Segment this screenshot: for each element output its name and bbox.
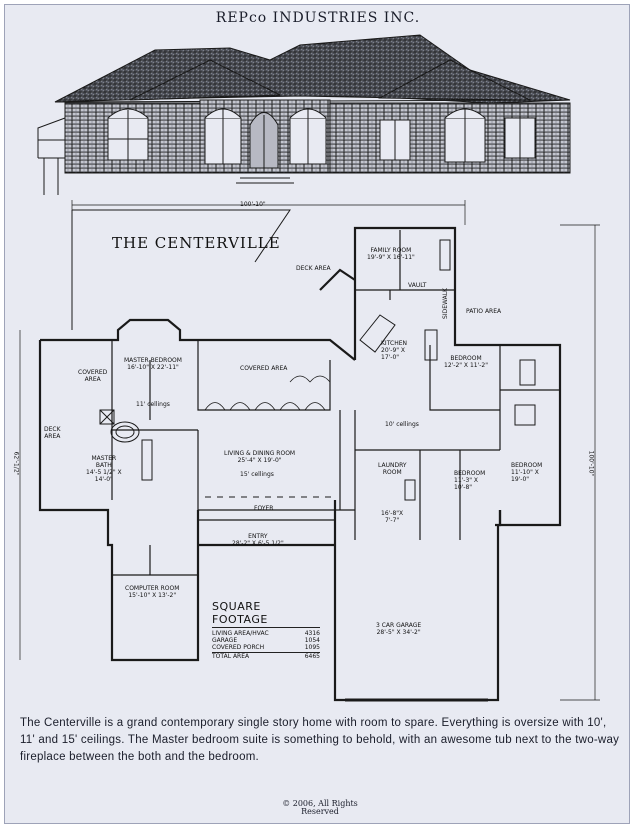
label-ceilings-11: 11' cellings — [136, 401, 170, 408]
company-title: REPco INDUSTRIES INC. — [215, 10, 421, 26]
label-covered-center: COVERED AREA — [240, 365, 288, 372]
sqft-total-row: TOTAL AREA 6465 — [212, 652, 320, 660]
label-sidewalk: SIDEWALK — [441, 288, 449, 319]
label-covered-left: COVERED AREA — [78, 369, 108, 383]
label-deck-top: DECK AREA — [296, 265, 331, 272]
room-kitchen: KITCHEN 20'-9" X 17'-0" — [381, 340, 407, 361]
label-deck-left: DECK AREA — [44, 426, 61, 440]
dimension-top-width: 100'-10" — [240, 201, 266, 208]
label-ceilings-15: 15' cellings — [240, 471, 274, 478]
plan-description: The Centerville is a grand contemporary … — [20, 717, 620, 763]
label-ceilings-10: 10' cellings — [385, 421, 419, 428]
front-elevation — [37, 34, 571, 195]
room-master-bath: MASTER BATH 14'-5 1/2" X 14'-0" — [86, 455, 122, 483]
room-bedroom-a: BEDROOM 12'-2" X 11'-2" — [444, 355, 488, 369]
label-utility: 16'-8"X 7'-7" — [381, 510, 404, 524]
square-footage-table: SQUARE FOOTAGE LIVING AREA/HVAC 4316 GAR… — [212, 600, 320, 660]
label-patio: PATIO AREA — [466, 308, 502, 315]
floor-plan — [19, 200, 600, 702]
square-footage-heading: SQUARE FOOTAGE — [212, 600, 320, 628]
plan-name: THE CENTERVILLE — [112, 234, 281, 252]
room-bedroom-c: BEDROOM 11'-3" X 10'-8" — [454, 470, 486, 491]
room-bedroom-b: BEDROOM 11'-10" X 19'-0" — [511, 462, 543, 483]
sqft-row: GARAGE 1054 — [212, 637, 320, 644]
copyright-notice: © 2006, All Rights Reserved — [282, 799, 358, 816]
room-master-bedroom: MASTER BEDROOM 16'-10" X 22'-11" — [124, 357, 182, 371]
room-family-room: FAMILY ROOM 19'-9" X 16'-11" — [367, 247, 415, 261]
sqft-row: COVERED PORCH 1095 — [212, 644, 320, 651]
room-laundry: LAUNDRY ROOM — [378, 462, 407, 476]
dimension-right-depth: 100'-10" — [587, 450, 595, 477]
label-vault: VAULT — [408, 282, 427, 289]
room-entry: ENTRY 28'-2" X 6'-5 1/2" — [232, 533, 284, 547]
room-garage: 3 CAR GARAGE 28'-5" X 34'-2" — [376, 622, 422, 636]
label-foyer: FOYER — [254, 505, 274, 512]
windows — [107, 108, 536, 165]
sqft-row: LIVING AREA/HVAC 4316 — [212, 630, 320, 637]
room-living-dining: LIVING & DINING ROOM 25'-4" X 19'-0" — [224, 450, 296, 464]
room-computer: COMPUTER ROOM 15'-10" X 13'-2" — [125, 585, 180, 599]
dimension-left-depth: 62'-1/2" — [12, 451, 20, 476]
